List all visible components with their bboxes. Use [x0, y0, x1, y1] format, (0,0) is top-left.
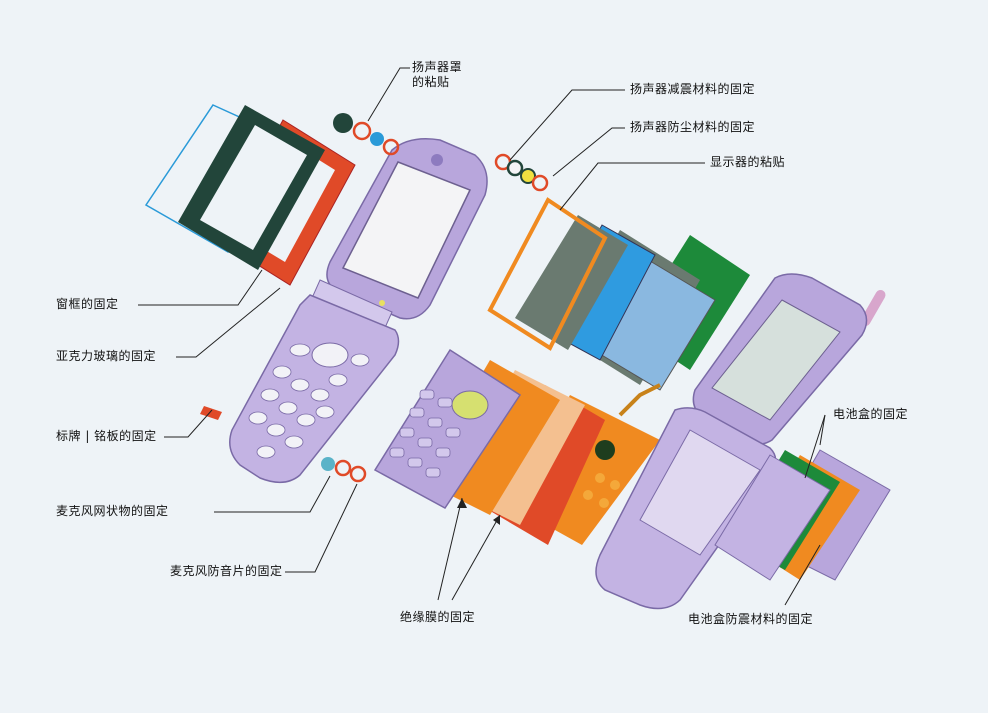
label-speaker-cover: 扬声器罩 的粘贴 — [412, 60, 463, 89]
label-speaker-damping: 扬声器减震材料的固定 — [630, 82, 756, 96]
label-battery-damping: 电池盒防震材料的固定 — [688, 612, 814, 626]
speaker-damping-rings — [494, 153, 549, 192]
mic-rings — [321, 457, 367, 483]
keypad-stack — [373, 348, 660, 545]
display-stack — [487, 197, 750, 417]
label-mic-acoustic: 麦克风防音片的固定 — [170, 564, 283, 578]
label-window-frame: 窗框的固定 — [56, 297, 119, 311]
battery-stack — [714, 449, 891, 581]
label-display: 显示器的粘贴 — [710, 155, 786, 169]
flip-phone-left — [200, 138, 488, 484]
label-insulation-film: 绝缘膜的固定 — [400, 610, 476, 624]
flip-phone-right — [595, 273, 886, 610]
label-acrylic-glass: 亚克力玻璃的固定 — [56, 349, 157, 363]
leader-lines — [138, 67, 826, 606]
window-frame-stack — [144, 104, 356, 286]
label-mic-mesh: 麦克风网状物的固定 — [56, 504, 169, 518]
label-battery-box: 电池盒的固定 — [833, 407, 909, 421]
label-nameplate: 标牌 | 铭板的固定 — [56, 429, 157, 443]
speaker-cover-rings — [333, 113, 400, 156]
label-speaker-dust: 扬声器防尘材料的固定 — [630, 120, 756, 134]
